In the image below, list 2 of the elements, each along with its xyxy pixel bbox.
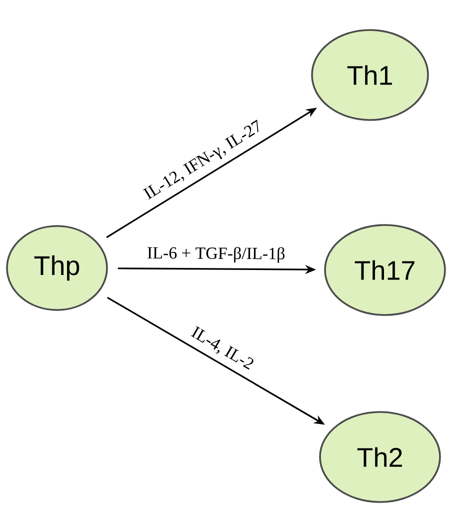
edge-label: IL-4, IL-2 bbox=[190, 326, 254, 370]
edge-label: IL-6 + TGF-β/IL-1β bbox=[148, 246, 284, 263]
